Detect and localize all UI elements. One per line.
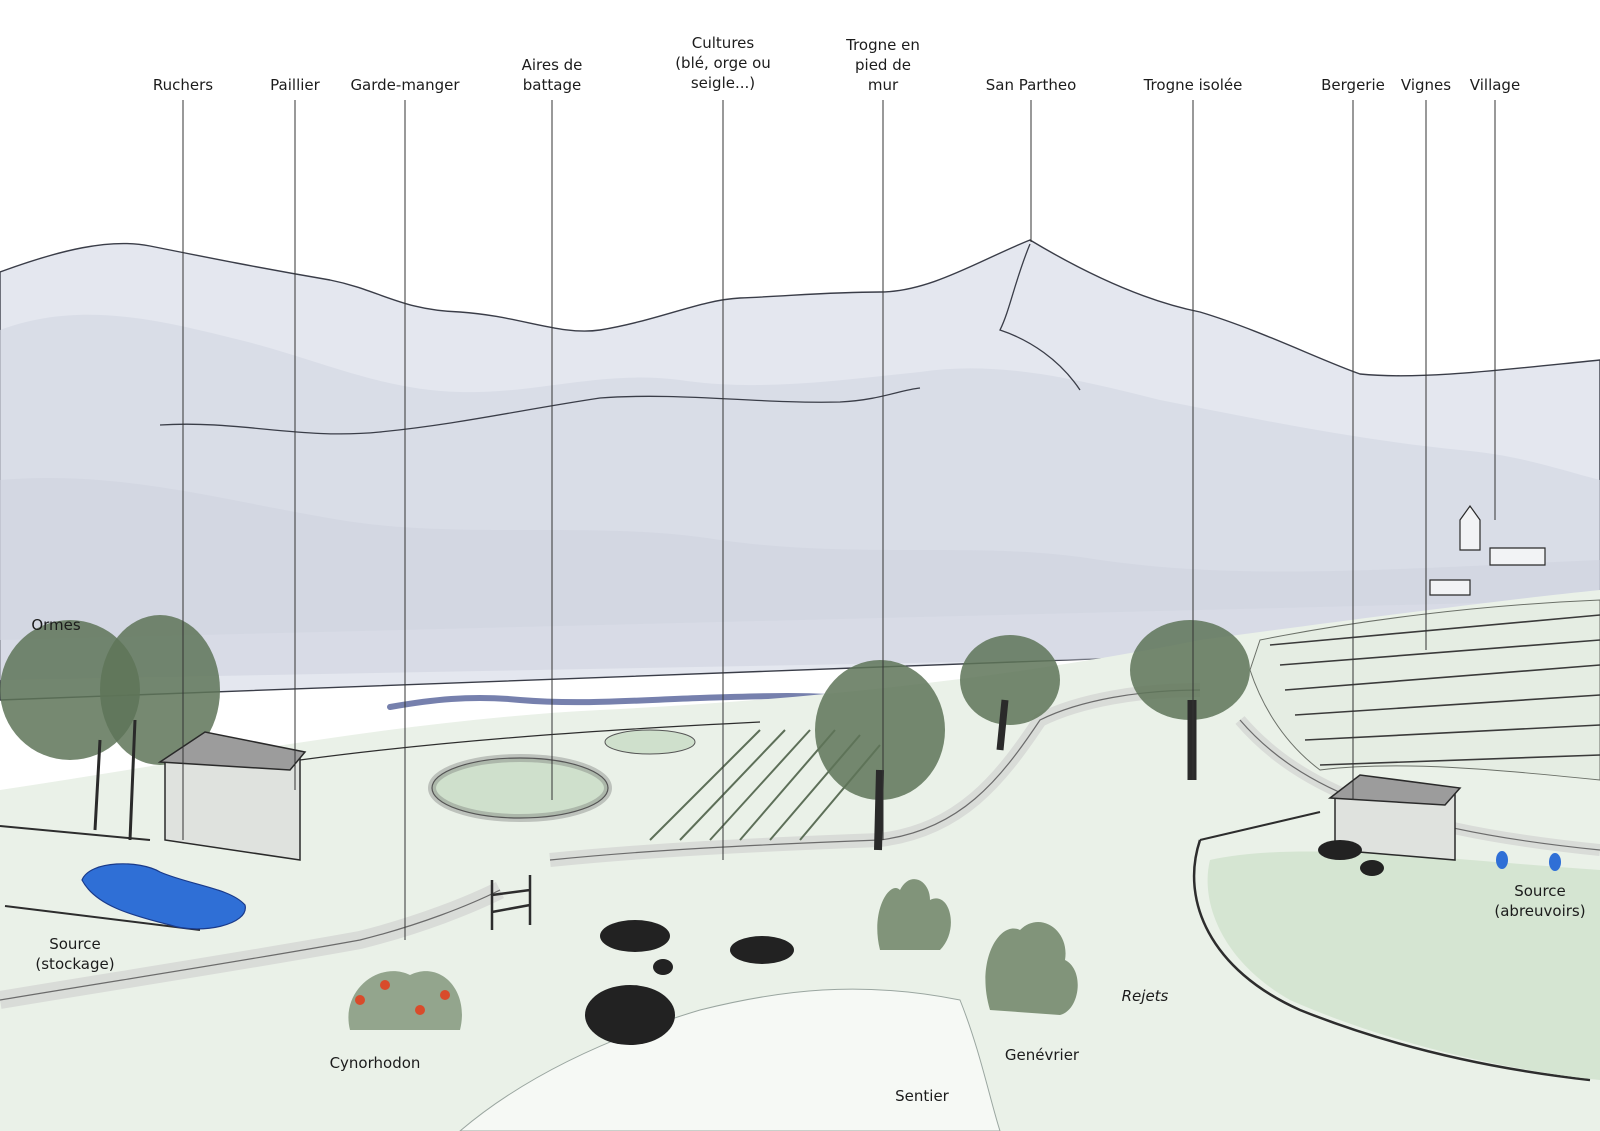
label-line: mur (867, 76, 899, 94)
fence-pond (4, 905, 201, 931)
label-line: seigle...) (690, 74, 756, 92)
rosehip-berry (380, 980, 390, 990)
label-rejets: Rejets (1121, 987, 1169, 1005)
label-cynorhodon: Cynorhodon (329, 1054, 421, 1072)
label-garde-manger: Garde-manger (350, 76, 460, 94)
vine-rows (1269, 614, 1600, 766)
trees (0, 615, 1250, 851)
vine-row (1269, 614, 1600, 646)
rosehip-berry (355, 995, 365, 1005)
fences (0, 721, 1591, 1082)
label-san-partheo: San Partheo (985, 76, 1077, 94)
label-genevrier: Genévrier (1004, 1046, 1080, 1064)
cow (730, 936, 794, 964)
label-bergerie: Bergerie (1321, 76, 1385, 94)
trogne-isolee-tree (1130, 620, 1250, 720)
label-source-abreuvoirs: Source (abreuvoirs) (1485, 881, 1595, 921)
label-vignes: Vignes (1400, 76, 1452, 94)
label-line: (blé, orge ou (675, 54, 771, 72)
vine-row (1304, 724, 1600, 741)
label-line: Trogne en (846, 36, 920, 54)
cattle (585, 840, 1384, 1045)
label-aires-de-battage: Aires de battage (502, 55, 602, 95)
crop-row (649, 729, 761, 841)
calf (653, 959, 673, 975)
label-paillier: Paillier (270, 76, 320, 94)
paillier-roof (157, 731, 307, 771)
label-line: (stockage) (35, 955, 115, 973)
san-partheo-ridge (999, 243, 1081, 391)
abreuvoir (1549, 853, 1561, 871)
label-line: Cultures (691, 34, 755, 52)
aire-de-battage-outline (431, 757, 609, 819)
vine-row (1284, 664, 1600, 691)
paddock-meadow (1207, 851, 1600, 1080)
sentier-path (459, 988, 1001, 1131)
cow (585, 985, 675, 1045)
mountain-range (0, 239, 1600, 710)
leader-lines (182, 100, 1496, 940)
fence-left (0, 825, 151, 841)
label-trogne-pied-de-mur: Trogne en pied de mur (833, 35, 933, 95)
trogne-pied-de-mur-tree (815, 660, 945, 800)
label-village: Village (1469, 76, 1521, 94)
label-line: Source (1514, 882, 1566, 900)
stone-wall-middle-outline (549, 689, 1201, 861)
cow (600, 920, 670, 952)
stone-wall-left-outline (0, 889, 501, 1001)
crop-row (679, 729, 786, 841)
label-line: (abreuvoirs) (1494, 902, 1586, 920)
cow (1318, 840, 1362, 860)
fence-paddock-top (1199, 811, 1321, 841)
orme-tree (0, 620, 140, 760)
label-line: Source (49, 935, 101, 953)
genevrier-shrub (985, 921, 1078, 1015)
vine-row (1294, 694, 1600, 716)
shrubs (348, 879, 1078, 1030)
abreuvoir (1496, 851, 1508, 869)
ridge-line (159, 387, 921, 435)
rosehip-berry (415, 1005, 425, 1015)
trogne-pied-de-mur-trunk (874, 769, 884, 851)
threshing-floors (428, 729, 696, 822)
label-ormes: Ormes (31, 616, 81, 634)
label-cultures: Cultures (blé, orge ou seigle...) (663, 33, 783, 93)
label-line: battage (522, 76, 582, 94)
distant-tree-line (387, 693, 863, 710)
vine-row (1319, 754, 1600, 766)
label-sentier: Sentier (895, 1087, 949, 1105)
label-ruchers: Ruchers (152, 76, 214, 94)
shrub (877, 879, 951, 950)
village-buildings (1429, 504, 1546, 596)
buildings (157, 504, 1561, 871)
fence-back (299, 721, 761, 761)
label-line: pied de (855, 56, 911, 74)
gate (490, 875, 532, 930)
calf (1360, 860, 1384, 876)
label-line: Aires de (521, 56, 583, 74)
orme-trunk (93, 719, 137, 841)
orme-tree (100, 615, 220, 765)
aire-de-battage-small (604, 729, 696, 755)
vine-row (1279, 639, 1600, 666)
crop-row (709, 729, 811, 841)
rosehip-berry (440, 990, 450, 1000)
label-trogne-isolee: Trogne isolée (1143, 76, 1243, 94)
trogne-trunk (996, 699, 1009, 751)
bergerie-roof (1327, 774, 1462, 806)
source-stockage-pond (81, 863, 246, 930)
label-source-stockage: Source (stockage) (25, 934, 125, 974)
vineyard-terraces (1249, 599, 1600, 781)
trogne-tree (960, 635, 1060, 725)
fence-paddock (1192, 839, 1591, 1082)
cynorhodon-shrub (348, 971, 462, 1030)
